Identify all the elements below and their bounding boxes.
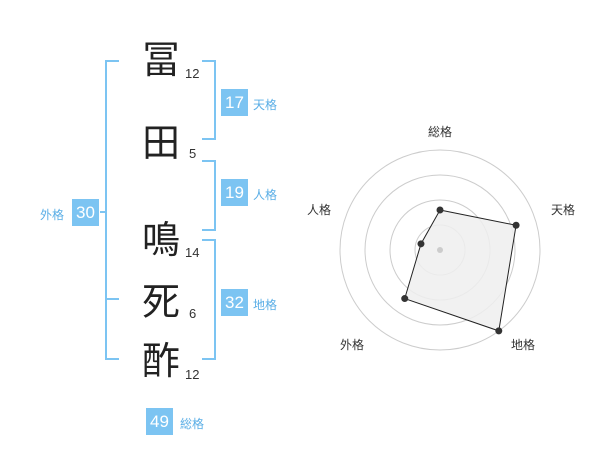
radar-axis-label-soukaku: 総格 — [428, 125, 453, 139]
name-char-5: 酢 — [142, 339, 181, 383]
jinkaku-bracket-bottom — [202, 229, 216, 231]
gaikaku-bracket-bottom — [105, 358, 119, 360]
name-char-2: 田 — [142, 121, 181, 165]
soukaku-label: 総格 — [180, 417, 205, 431]
name-char-4: 死 — [142, 280, 181, 324]
radar-point-0 — [436, 206, 444, 214]
stroke-count-2: 5 — [189, 146, 197, 161]
radar-point-4 — [417, 240, 425, 248]
chikaku-bracket-top — [202, 239, 216, 241]
gaikaku-label: 外格 — [40, 208, 65, 222]
radar-score-polygon — [404, 209, 517, 332]
jinkaku-bracket-vertical — [214, 160, 216, 231]
radar-point-3 — [401, 295, 409, 303]
stroke-count-5: 12 — [185, 367, 200, 382]
name-char-3: 鳴 — [142, 218, 181, 262]
gaikaku-connector — [100, 211, 106, 213]
tenkaku-value-badge: 17 — [221, 89, 248, 116]
radar-axis-label-chikaku: 地格 — [511, 338, 536, 352]
jinkaku-label: 人格 — [253, 188, 278, 202]
name-char-1: 冨 — [142, 38, 181, 82]
radar-center-dot — [437, 247, 443, 253]
gaikaku-bracket-vertical — [105, 60, 107, 360]
jinkaku-bracket-top — [202, 160, 216, 162]
gaikaku-bracket-mid — [105, 298, 119, 300]
soukaku-value-badge: 49 — [146, 408, 173, 435]
chikaku-bracket-bottom — [202, 358, 216, 360]
tenkaku-bracket-bottom — [202, 138, 216, 140]
jinkaku-value-badge: 19 — [221, 179, 248, 206]
gaikaku-bracket-top — [105, 60, 119, 62]
radar-axis-label-tenkaku: 天格 — [551, 203, 576, 217]
stroke-count-3: 14 — [185, 245, 200, 260]
stroke-count-1: 12 — [185, 66, 200, 81]
radar-ring-3 — [364, 174, 516, 326]
chikaku-value-badge: 32 — [221, 289, 248, 316]
tenkaku-label: 天格 — [253, 98, 278, 112]
chikaku-bracket-vertical — [214, 239, 216, 360]
radar-point-2 — [495, 327, 503, 335]
chikaku-label: 地格 — [253, 298, 278, 312]
radar-point-1 — [512, 221, 520, 229]
radar-axis-label-jinkaku: 人格 — [307, 203, 332, 217]
gaikaku-value-badge: 30 — [72, 199, 99, 226]
radar-axis-label-gaikaku: 外格 — [340, 338, 365, 352]
radar-ring-4 — [339, 149, 541, 351]
tenkaku-bracket-vertical — [214, 60, 216, 140]
tenkaku-bracket-top — [202, 60, 216, 62]
stroke-count-4: 6 — [189, 306, 197, 321]
